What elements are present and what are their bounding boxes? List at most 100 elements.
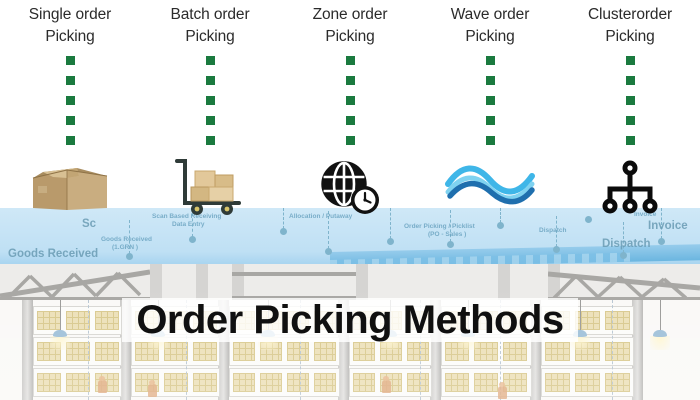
lamp-glow (650, 336, 670, 350)
picking-methods-columns: Single order Picking (28, 6, 672, 215)
flow-stem (500, 208, 501, 223)
aisle-guide-line (420, 300, 421, 400)
connector-dot (485, 76, 495, 85)
connector-dot (205, 116, 215, 125)
dotted-connector (205, 56, 215, 145)
connector-dot (485, 116, 495, 125)
flow-stem (623, 222, 624, 253)
connector-dot (345, 136, 355, 145)
pallet (287, 342, 309, 361)
flow-node (553, 246, 560, 253)
connector-dot (345, 76, 355, 85)
blue-waves-icon (442, 155, 538, 219)
pallet (95, 342, 119, 361)
flow-stem (328, 211, 329, 249)
rack-column (22, 300, 33, 400)
flow-stem (450, 210, 451, 242)
column-wave-order-picking: Wave order Picking (420, 0, 560, 219)
flow-label: Invoice (634, 211, 656, 218)
flow-node (447, 241, 454, 248)
hand-cart-with-boxes-icon (169, 155, 251, 219)
flow-label: Scan Based Receiving (152, 213, 221, 220)
scene-sky (0, 208, 700, 270)
pallet (95, 311, 119, 330)
pallet (575, 373, 600, 392)
dotted-connector (65, 56, 75, 145)
connector-dot (625, 56, 635, 65)
flow-node (497, 222, 504, 229)
flow-stem (283, 208, 284, 229)
connector-dot (65, 136, 75, 145)
aisle-guide-line (300, 300, 301, 400)
globe-with-clock-icon (319, 155, 381, 219)
flow-node (189, 236, 196, 243)
pallet (605, 311, 630, 330)
flow-label: Invoice (648, 220, 688, 232)
flow-stem (661, 208, 662, 239)
pallet (503, 373, 527, 392)
pallet (260, 373, 282, 392)
pallet (407, 373, 429, 392)
connector-dot (485, 96, 495, 105)
column-label: Zone order Picking (312, 6, 388, 45)
connector-dot (65, 96, 75, 105)
pallet (287, 373, 309, 392)
connector-dot (345, 96, 355, 105)
pallet (66, 342, 90, 361)
pallet (445, 373, 469, 392)
column-label: Single order Picking (28, 6, 112, 45)
flow-stem (390, 208, 391, 239)
connector-dot (625, 96, 635, 105)
warehouse-worker (382, 376, 391, 393)
warehouse-worker (148, 380, 157, 397)
connector-dot (65, 56, 75, 65)
page-title: Order Picking Methods (122, 298, 578, 342)
warehouse-lamp (573, 330, 587, 337)
connector-dot (485, 56, 495, 65)
pallet (407, 342, 429, 361)
pallet (193, 373, 217, 392)
flow-label: Sc (82, 218, 96, 230)
pallet (164, 342, 188, 361)
flow-label: (1.GRN ) (112, 244, 138, 251)
flow-label: Dispatch (539, 227, 566, 234)
warehouse-lamp (653, 330, 667, 337)
pallet (545, 342, 570, 361)
pallet (314, 373, 336, 392)
aisle-guide-line (500, 300, 501, 400)
pallet (193, 342, 217, 361)
flow-node (126, 253, 133, 260)
rack-column (632, 300, 643, 400)
roof-pillar (150, 264, 162, 302)
flow-node (585, 216, 592, 223)
flow-node (620, 252, 627, 259)
flow-label: Goods Received (8, 248, 98, 260)
title-area: Order Picking Methods (0, 298, 700, 342)
flow-node (387, 238, 394, 245)
dotted-connector (625, 56, 635, 145)
pallet (66, 373, 90, 392)
flow-stem (129, 220, 130, 254)
column-label: Batch order Picking (170, 6, 250, 45)
pallet (66, 311, 90, 330)
lamp-wire (60, 300, 61, 330)
warehouse-lamp (53, 330, 67, 337)
flow-stem (192, 208, 193, 237)
warehouse-worker (98, 376, 107, 393)
lamp-wire (580, 300, 581, 330)
flow-label: Data Entry (172, 221, 205, 228)
flow-node (280, 228, 287, 235)
pallet (545, 373, 570, 392)
pallet (314, 342, 336, 361)
connector-dot (625, 76, 635, 85)
pallet (353, 373, 375, 392)
connector-dot (205, 136, 215, 145)
hierarchy-cluster-icon (599, 155, 661, 219)
aisle-guide-line (186, 300, 187, 400)
pallet (605, 373, 630, 392)
connector-dot (485, 136, 495, 145)
column-clusterorder-picking: Clusterorder Picking (560, 0, 700, 219)
flow-node (325, 248, 332, 255)
dotted-connector (345, 56, 355, 145)
